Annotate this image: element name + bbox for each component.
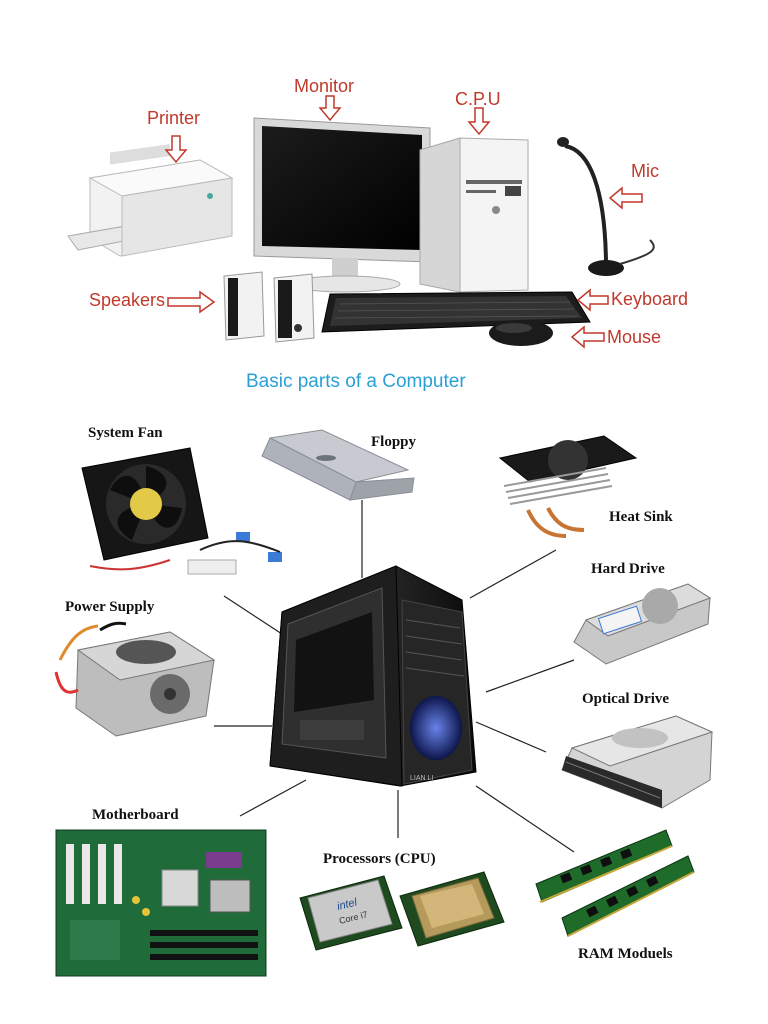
power-supply-illustration — [54, 621, 216, 737]
label-ram-modules: RAM Moduels — [578, 946, 673, 962]
keyboard-arrow — [576, 288, 609, 312]
floppy-illustration — [261, 429, 415, 501]
monitor-arrow — [318, 95, 342, 122]
connector-lines — [214, 500, 575, 853]
hard-drive-illustration — [573, 583, 712, 665]
label-motherboard: Motherboard — [92, 807, 179, 823]
heat-sink-illustration — [498, 435, 638, 538]
cpu-brand-text: intel — [336, 896, 359, 913]
label-hard-drive: Hard Drive — [591, 561, 665, 577]
label-floppy: Floppy — [371, 434, 417, 450]
ram-modules-illustration — [535, 829, 695, 937]
label-printer: Printer — [147, 108, 201, 128]
mouse-arrow — [570, 325, 605, 349]
printer-illustration — [67, 144, 234, 257]
label-speakers: Speakers — [89, 290, 166, 310]
processors-illustration — [299, 871, 505, 951]
mic-arrow — [608, 186, 643, 210]
label-monitor: Monitor — [294, 76, 355, 96]
label-heat-sink: Heat Sink — [609, 509, 673, 525]
monitor-illustration — [253, 117, 431, 293]
label-system-fan: System Fan — [88, 425, 163, 441]
caption-basic-parts: Basic parts of a Computer — [246, 371, 466, 392]
system-fan-illustration — [81, 447, 282, 575]
speakers-illustration — [223, 271, 315, 343]
label-mic: Mic — [631, 161, 659, 181]
mic-illustration — [557, 137, 655, 276]
label-mouse: Mouse — [607, 327, 662, 347]
label-keyboard: Keyboard — [611, 289, 689, 309]
printer-arrow — [164, 135, 188, 164]
keyboard-illustration — [321, 291, 591, 333]
cpu-tower-illustration — [419, 137, 529, 293]
optical-drive-illustration — [561, 715, 714, 809]
pc-case-illustration — [269, 565, 477, 787]
cpu-arrow — [467, 107, 491, 136]
mouse-illustration — [489, 320, 553, 346]
case-badge-text: LIAN LI — [410, 775, 433, 782]
label-optical-drive: Optical Drive — [582, 691, 670, 707]
motherboard-illustration — [55, 829, 267, 977]
speakers-arrow — [167, 290, 216, 314]
label-cpu: C.P.U — [455, 89, 501, 109]
label-power-supply: Power Supply — [65, 599, 155, 615]
label-processors: Processors (CPU) — [323, 851, 436, 867]
